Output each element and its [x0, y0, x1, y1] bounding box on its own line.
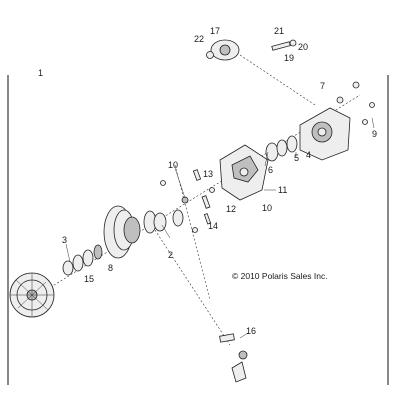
- callout-10-upper: 10: [168, 160, 178, 170]
- callout-9: 9: [372, 129, 377, 139]
- callout-4: 4: [306, 150, 311, 160]
- callout-17: 17: [210, 26, 220, 36]
- ring-set-part: [265, 135, 298, 162]
- callout-5: 5: [294, 153, 299, 163]
- callout-2: 2: [168, 250, 173, 260]
- axis-to-top-parts: [239, 54, 316, 106]
- callout-12: 12: [226, 204, 236, 214]
- sheave-part: [103, 205, 157, 259]
- assembly-axis: [29, 94, 361, 301]
- callout-11: 11: [278, 185, 287, 195]
- callout-1: 1: [38, 68, 43, 78]
- callout-21: 21: [274, 26, 284, 36]
- clutch-body-part: [219, 144, 269, 201]
- callout-3: 3: [62, 235, 67, 245]
- leader-16: [239, 332, 249, 339]
- bottom-bolt-part: [219, 333, 248, 383]
- callout-7: 7: [320, 81, 325, 91]
- fan-cover-part: [9, 272, 55, 318]
- callout-15: 15: [84, 274, 94, 284]
- callout-13: 13: [203, 169, 213, 179]
- washer-stack-part: [62, 244, 103, 276]
- leader-3: [65, 243, 71, 263]
- top-clutch-cluster-part: [206, 39, 297, 61]
- bolt-set-part: [192, 169, 215, 233]
- leader-2: [161, 224, 171, 239]
- callout-8: 8: [108, 263, 113, 273]
- callout-16: 16: [246, 326, 256, 336]
- axis-to-lower-leader: [174, 164, 211, 301]
- callout-20: 20: [298, 42, 308, 52]
- callout-19: 19: [284, 53, 294, 63]
- callout-10-lower: 10: [262, 203, 272, 213]
- leader-9: [371, 117, 375, 129]
- callout-6: 6: [268, 165, 273, 175]
- leader-10a: [174, 167, 186, 199]
- callout-14: 14: [208, 221, 218, 231]
- copyright-notice: © 2010 Polaris Sales Inc.: [232, 271, 328, 281]
- rear-housing-part: [299, 81, 375, 161]
- callout-22: 22: [194, 34, 204, 44]
- leader-6: [264, 151, 269, 167]
- spider-part: [153, 180, 189, 232]
- axis-to-bottom-bolt: [154, 229, 231, 346]
